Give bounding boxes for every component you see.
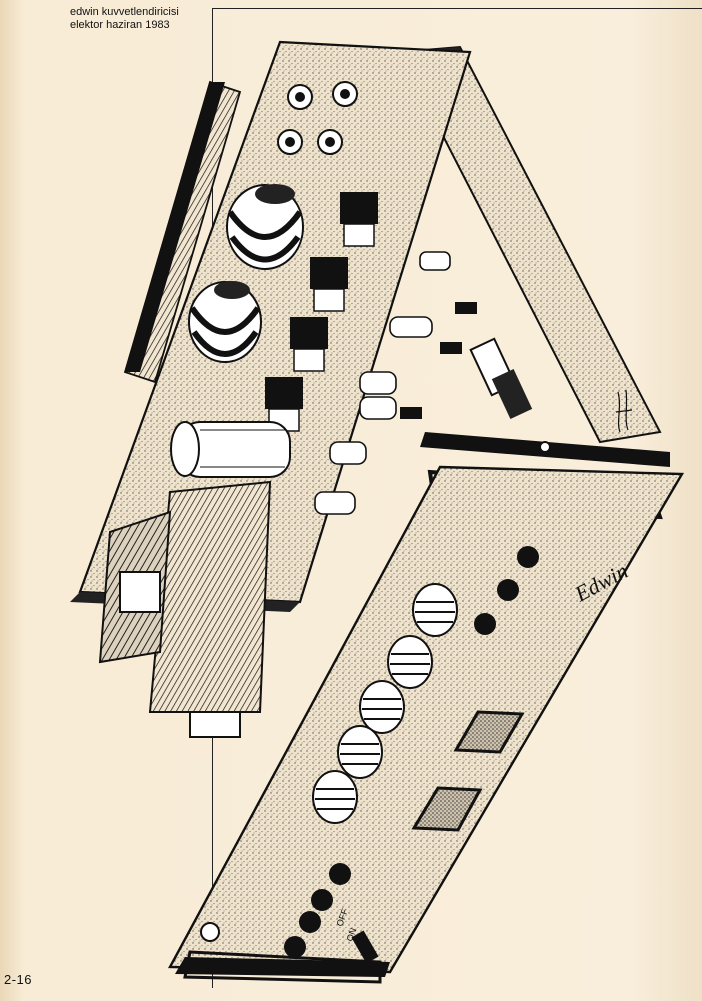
input-sockets <box>277 81 358 155</box>
front-panel-knobs <box>200 546 539 958</box>
vu-meter-windows <box>411 710 525 832</box>
page-header: edwin kuvvetlendiricisi elektor haziran … <box>70 6 179 32</box>
artist-signature <box>615 389 633 433</box>
page-number: 2-16 <box>4 972 33 987</box>
cylinder-component <box>170 421 291 478</box>
power-transformer <box>98 480 272 738</box>
front-panel <box>168 465 685 984</box>
header-source: elektor haziran 1983 <box>70 19 170 31</box>
amplifier-exploded-drawing: Edwin OFF ON <box>70 40 685 984</box>
amplifier-board-components <box>314 251 477 515</box>
heat-sink <box>123 80 242 384</box>
filter-capacitors <box>188 184 304 363</box>
frame-line-top <box>212 8 702 9</box>
power-switch: OFF ON <box>334 907 379 964</box>
header-title: edwin kuvvetlendiricisi <box>70 6 179 18</box>
switch-on-label: ON <box>344 927 358 943</box>
